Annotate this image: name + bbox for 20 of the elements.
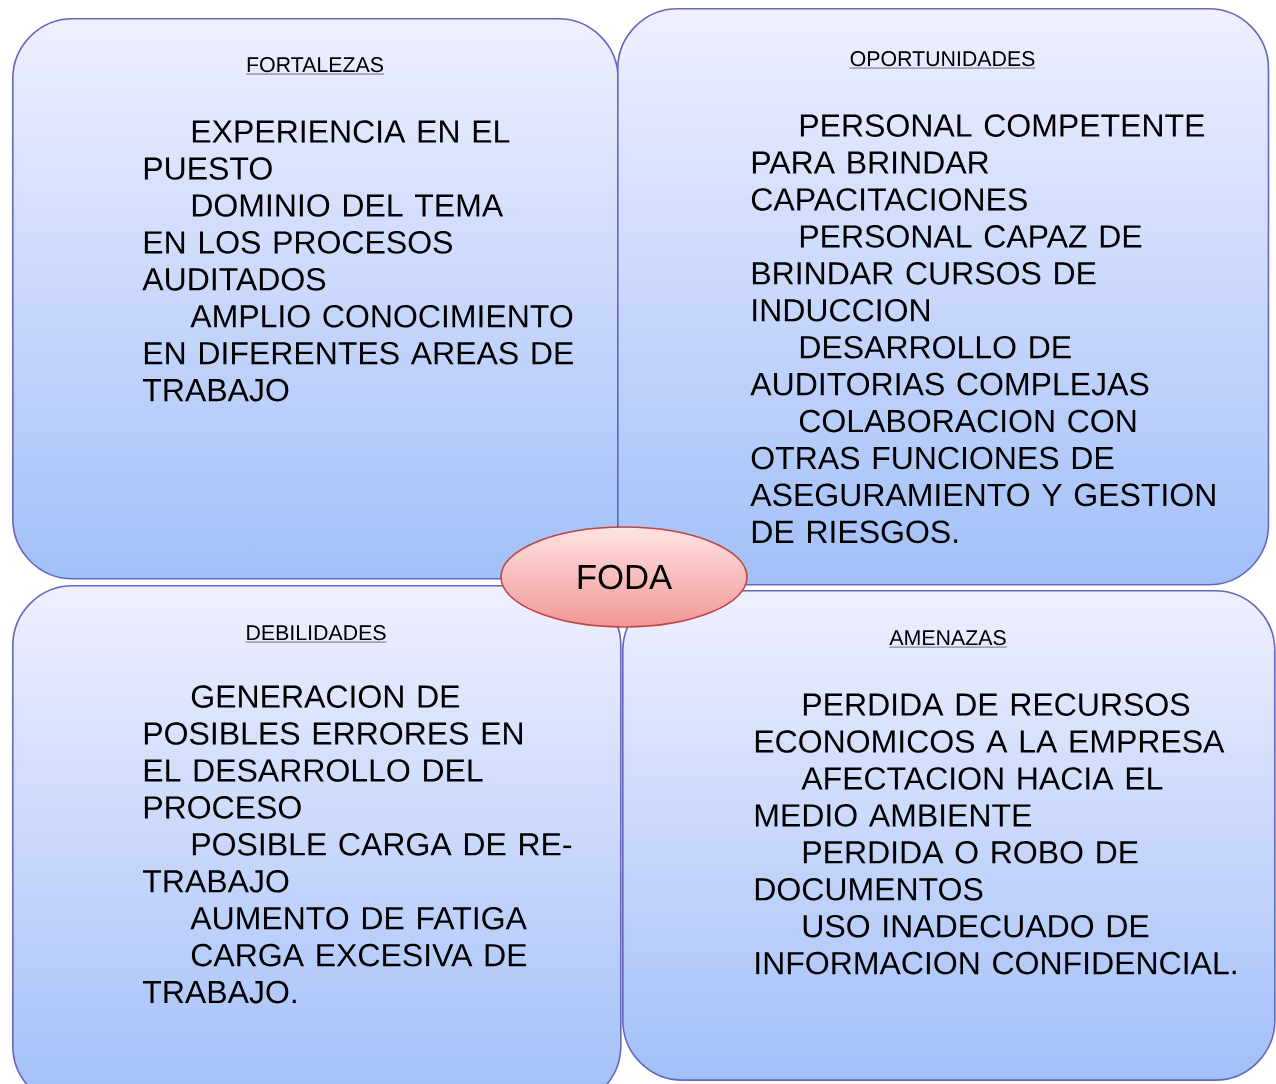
list-item: AMPLIO CONOCIMIENTO EN DIFERENTES AREAS DE TRABAJO [143, 304, 573, 402]
section-heading: AMENAZAS [889, 630, 1007, 648]
list-item: CARGA EXCESIVA DE TRABAJO. [143, 943, 527, 1004]
section-heading: DEBILIDADES [245, 625, 387, 643]
section-heading: OPORTUNIDADES [849, 51, 1036, 69]
list-item: PERDIDA DE RECURSOS ECONOMICOS A LA EMPRESA [755, 693, 1225, 753]
list-item: GENERACION DE POSIBLES ERRORES EN EL DESARROLLO DEL PROCESO [144, 685, 522, 819]
quadrant-box [622, 590, 1276, 1081]
list-item: AUMENTO DE FATIGA [190, 906, 527, 930]
list-item: EXPERIENCIA EN EL PUESTO [144, 120, 510, 180]
list-item: PERSONAL CAPAZ DE BRINDAR CURSOS DE INDUCCION [752, 225, 1142, 322]
list-item: AFECTACION HACIA EL MEDIO AMBIENTE [755, 767, 1163, 827]
list-item: USO INADECUADO DE INFORMACION CONFIDENCIAL. [756, 914, 1236, 975]
list-item: PERSONAL COMPETENTE PARA BRINDAR CAPACITACIONES [751, 114, 1205, 211]
list-item: DESARROLLO DE AUDITORIAS COMPLEJAS [750, 335, 1149, 396]
section-heading: FORTALEZAS [245, 57, 385, 75]
list-item: POSIBLE CARGA DE RE-TRABAJO [143, 833, 572, 893]
list-item: PERDIDA O ROBO DE DOCUMENTOS [755, 841, 1138, 901]
list-item: COLABORACION CON OTRAS FUNCIONES DE ASEGURAMIENTO Y GESTION DE RIESGOS. [750, 409, 1215, 544]
list-item: DOMINIO DEL TEMA EN LOS PROCESOS AUDITADOS [142, 194, 504, 291]
